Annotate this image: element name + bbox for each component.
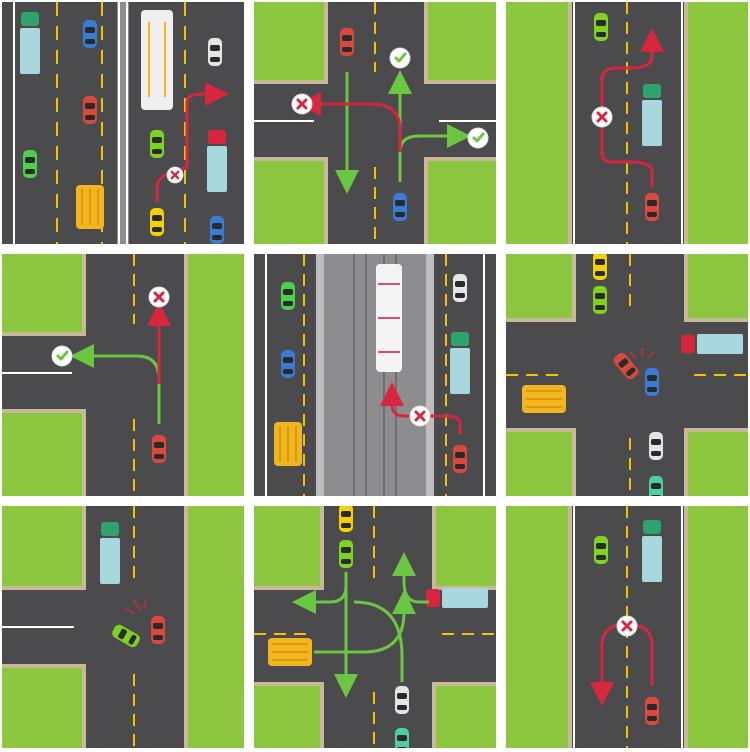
scene-t-intersection-left-forbidden [254,2,496,244]
scene-8-illustration [254,506,496,748]
scene-2-illustration [254,2,496,244]
check-icon [50,344,74,368]
cross-icon [165,165,185,185]
truck-icon [450,332,470,394]
bus-icon [521,384,567,414]
scene-9-illustration [506,506,748,748]
car-icon [281,350,295,378]
forbidden-path [155,82,229,202]
crash-burst-icon [125,599,147,615]
bus-icon [75,184,105,230]
scene-1-illustration [2,2,244,244]
cross-icon [590,105,614,129]
scene-4-illustration [2,254,244,496]
allowed-path [353,600,404,682]
allowed-path [292,572,348,614]
truck-icon [681,334,743,354]
bus-icon [267,637,313,667]
car-icon [152,435,166,463]
car-icon [593,254,607,280]
car-icon [340,28,354,56]
car-icon [210,216,224,244]
scene-6-illustration [506,254,748,496]
car-icon [83,96,97,124]
cross-icon [290,92,314,116]
car-icon [150,208,164,236]
forbidden-path [297,92,402,152]
scene-overtake-forbidden-traffic [2,2,244,244]
scene-tram-lane-turn-forbidden [254,254,496,496]
tram-icon [141,10,173,110]
car-icon [339,506,353,532]
scene-5-illustration [254,254,496,496]
scene-left-turn-allowed-straight-forbidden [2,254,244,496]
car-icon [649,476,663,496]
truck-icon [20,12,40,74]
cross-icon [615,614,639,638]
car-icon [393,193,407,221]
scene-3-illustration [506,2,748,244]
car-icon [150,130,164,158]
scene-7-illustration [2,506,244,748]
truck-icon [426,588,488,608]
cross-icon [408,404,432,428]
car-icon [281,282,295,310]
scene-u-turn-forbidden [506,506,748,748]
allowed-path [392,552,429,604]
car-icon [395,686,409,714]
truck-icon [207,130,227,192]
car-icon [593,286,607,314]
crash-burst-icon [629,348,655,359]
scene-intersection-collision [506,254,748,496]
check-icon [466,126,490,150]
car-icon [339,540,353,568]
scene-side-collision-t-junction [2,506,244,748]
bus-icon [273,421,303,467]
truck-icon [100,522,120,584]
car-icon [453,445,467,473]
car-icon [645,193,659,221]
scene-intersection-all-directions [254,506,496,748]
car-icon [208,38,222,66]
car-icon [594,13,608,41]
scene-overtake-forbidden-oncoming [506,2,748,244]
cross-icon [147,285,171,309]
car-icon [23,150,37,178]
truck-icon [642,520,662,582]
car-icon [645,368,659,396]
car-icon [151,616,165,644]
check-icon [388,46,412,70]
car-icon [453,274,467,302]
car-icon [594,536,608,564]
allowed-path [314,590,416,654]
car-icon [645,697,659,725]
truck-icon [642,84,662,146]
car-icon [83,20,97,48]
car-icon [395,728,409,748]
car-icon [649,432,663,460]
